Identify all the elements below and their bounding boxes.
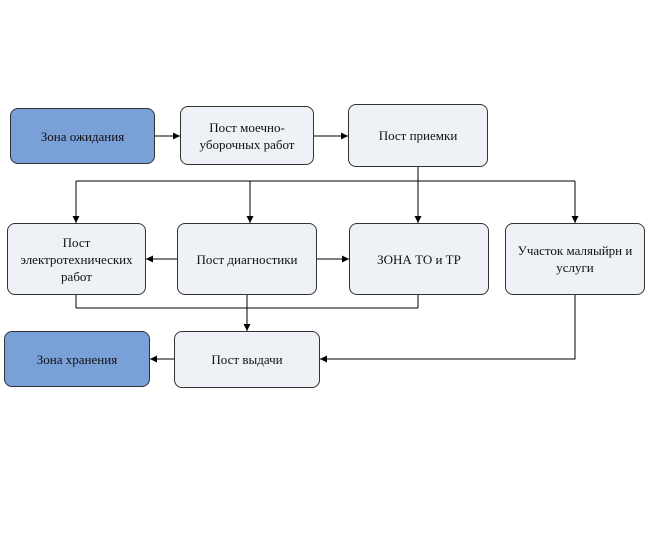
node-wash-post: Пост моечно-уборочных работ xyxy=(180,106,314,165)
node-delivery-post: Пост выдачи xyxy=(174,331,320,388)
node-painting-section: Участок маляыйрн и услуги xyxy=(505,223,645,295)
node-maintenance-zone-label: ЗОНА ТО и ТР xyxy=(377,251,461,267)
node-maintenance-zone: ЗОНА ТО и ТР xyxy=(349,223,489,295)
node-diagnostics-post: Пост диагностики xyxy=(177,223,317,295)
node-waiting-zone: Зона ожидания xyxy=(10,108,155,164)
node-electrical-post: Пост электротехнических работ xyxy=(7,223,146,295)
arrow-painting-to-delivery xyxy=(320,295,576,363)
node-storage-zone-label: Зона хранения xyxy=(36,351,118,367)
node-electrical-post-label: Пост электротехнических работ xyxy=(20,234,133,284)
node-wash-post-label: Пост моечно-уборочных работ xyxy=(199,119,295,152)
node-diagnostics-post-label: Пост диагностики xyxy=(196,251,298,267)
node-waiting-zone-label: Зона ожидания xyxy=(40,128,125,144)
node-painting-section-label: Участок маляыйрн и услуги xyxy=(517,243,633,275)
node-reception-post: Пост приемки xyxy=(348,104,488,167)
node-storage-zone: Зона хранения xyxy=(4,331,150,387)
node-reception-post-label: Пост приемки xyxy=(378,128,458,143)
node-delivery-post-label: Пост выдачи xyxy=(211,352,283,367)
